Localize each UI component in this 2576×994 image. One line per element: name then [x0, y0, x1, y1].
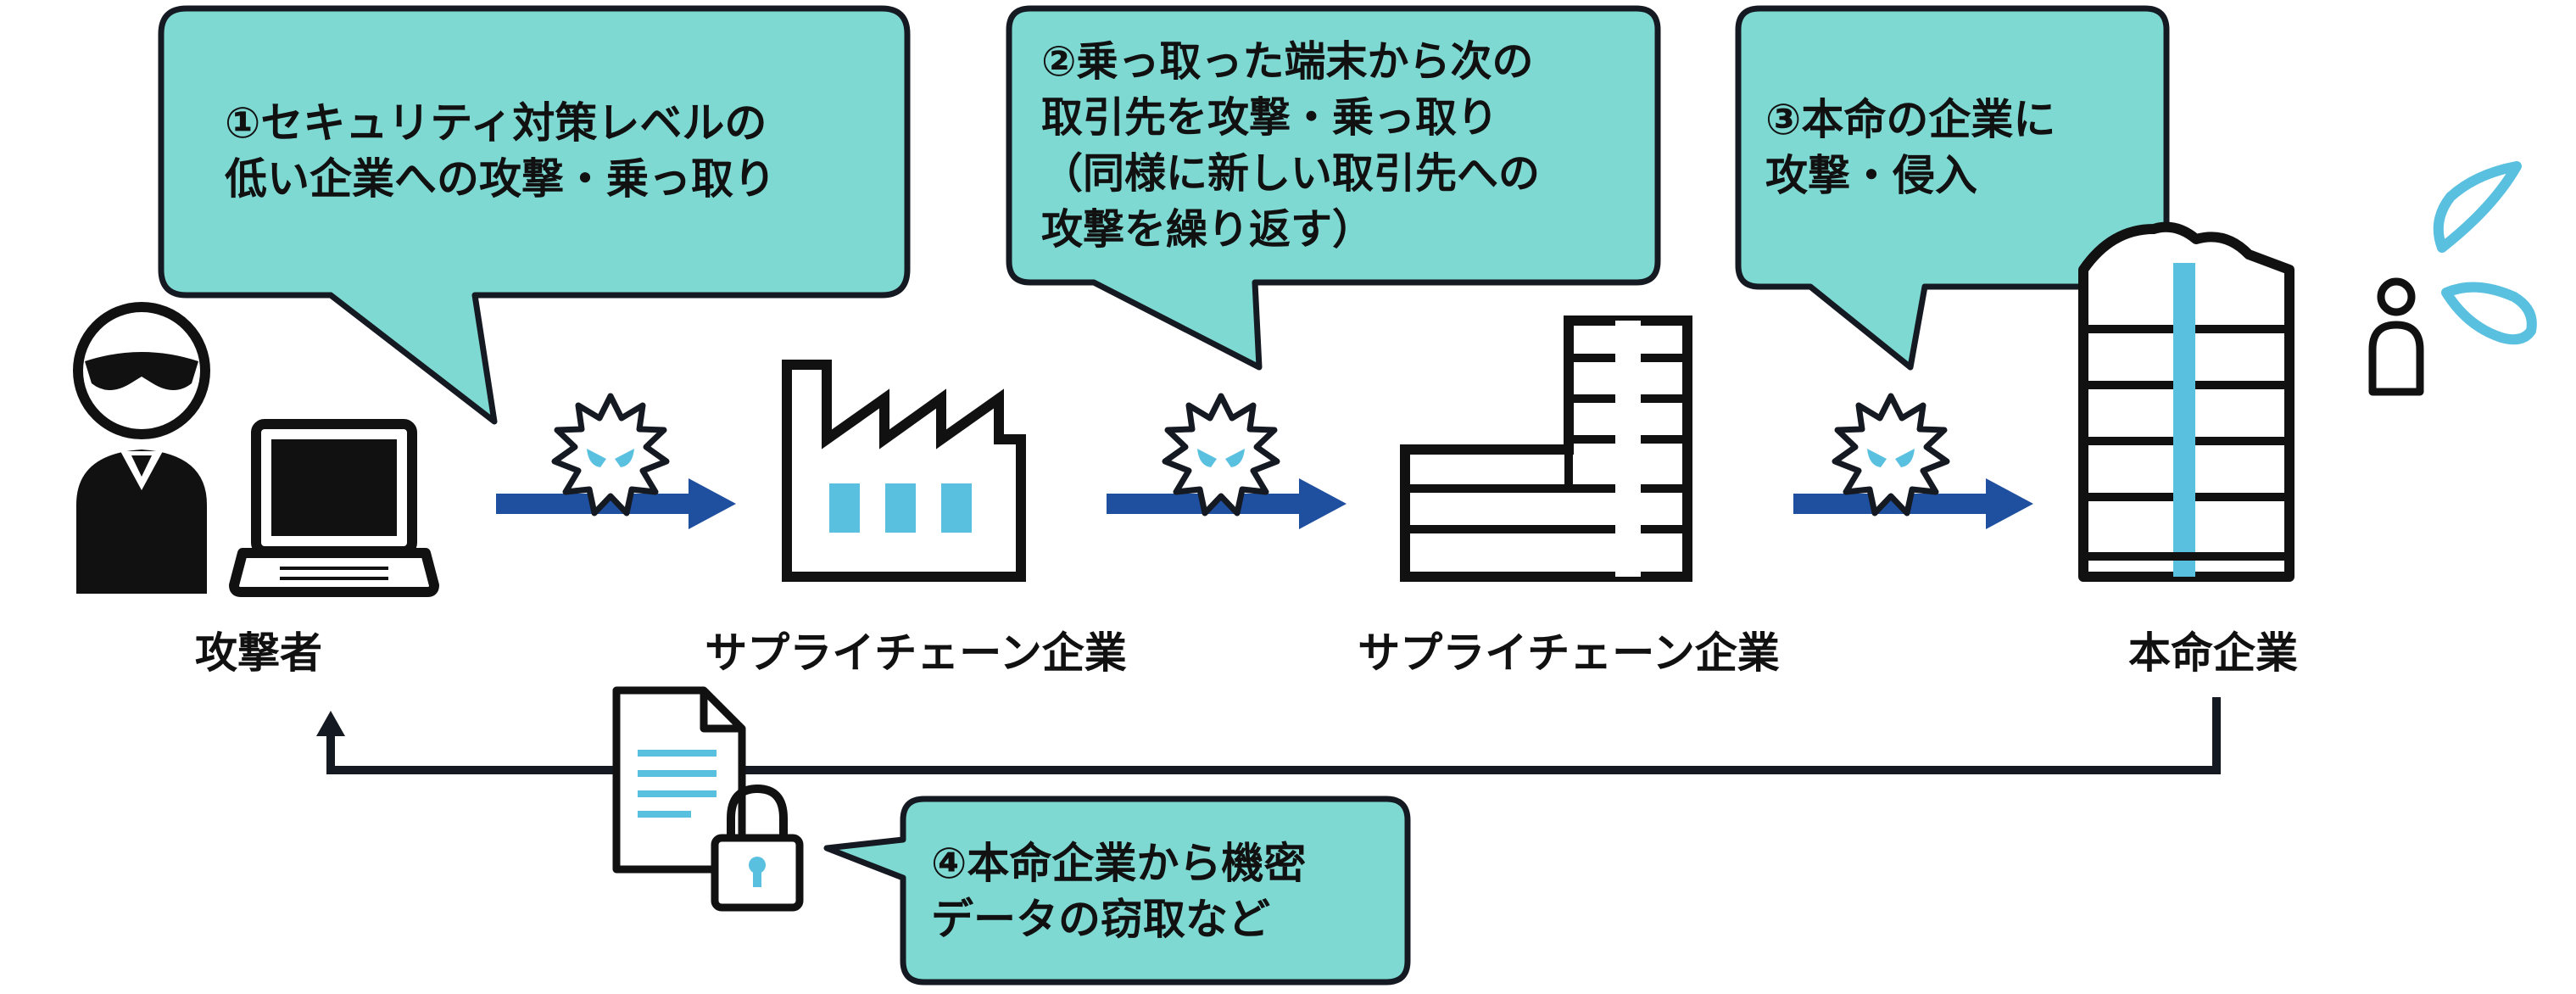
- building-icon: [1400, 316, 1692, 582]
- return-arrow: [316, 697, 2221, 774]
- virus-icon: [1162, 393, 1280, 517]
- callout-step3: [1735, 5, 2170, 371]
- skyscraper-icon: [2078, 221, 2294, 582]
- label-target-company: 本命企業: [2128, 628, 2298, 678]
- callout-step2-text: ②乗っ取った端末から次の 取引先を攻撃・乗っ取り （同様に新しい取引先への 攻撃…: [1041, 37, 1541, 254]
- callout-step3-text: ③本命の企業に 攻撃・侵入: [1765, 95, 2056, 200]
- callout-step2: [1006, 5, 1661, 371]
- callout-step4-text: ④本命企業から機密 データの窃取など: [931, 839, 1307, 944]
- callout-step1-text: ①セキュリティ対策レベルの 低い企業への攻撃・乗っ取り: [225, 98, 776, 204]
- victim-icon: [2368, 277, 2424, 396]
- document-icon: [612, 686, 746, 874]
- callout-step1: [158, 5, 911, 425]
- factory-icon: [782, 360, 1026, 582]
- lock-icon: [711, 784, 804, 912]
- label-supply-chain-2: サプライチェーン企業: [1358, 628, 1780, 678]
- callout-step4: [823, 796, 1411, 986]
- label-supply-chain-1: サプライチェーン企業: [705, 628, 1127, 678]
- label-attacker: 攻撃者: [195, 628, 322, 678]
- virus-icon: [1832, 393, 1950, 517]
- sweat-drops-icon: [2433, 161, 2537, 345]
- hacker-icon: [73, 302, 210, 594]
- laptop-icon: [229, 419, 439, 597]
- virus-icon: [551, 393, 670, 517]
